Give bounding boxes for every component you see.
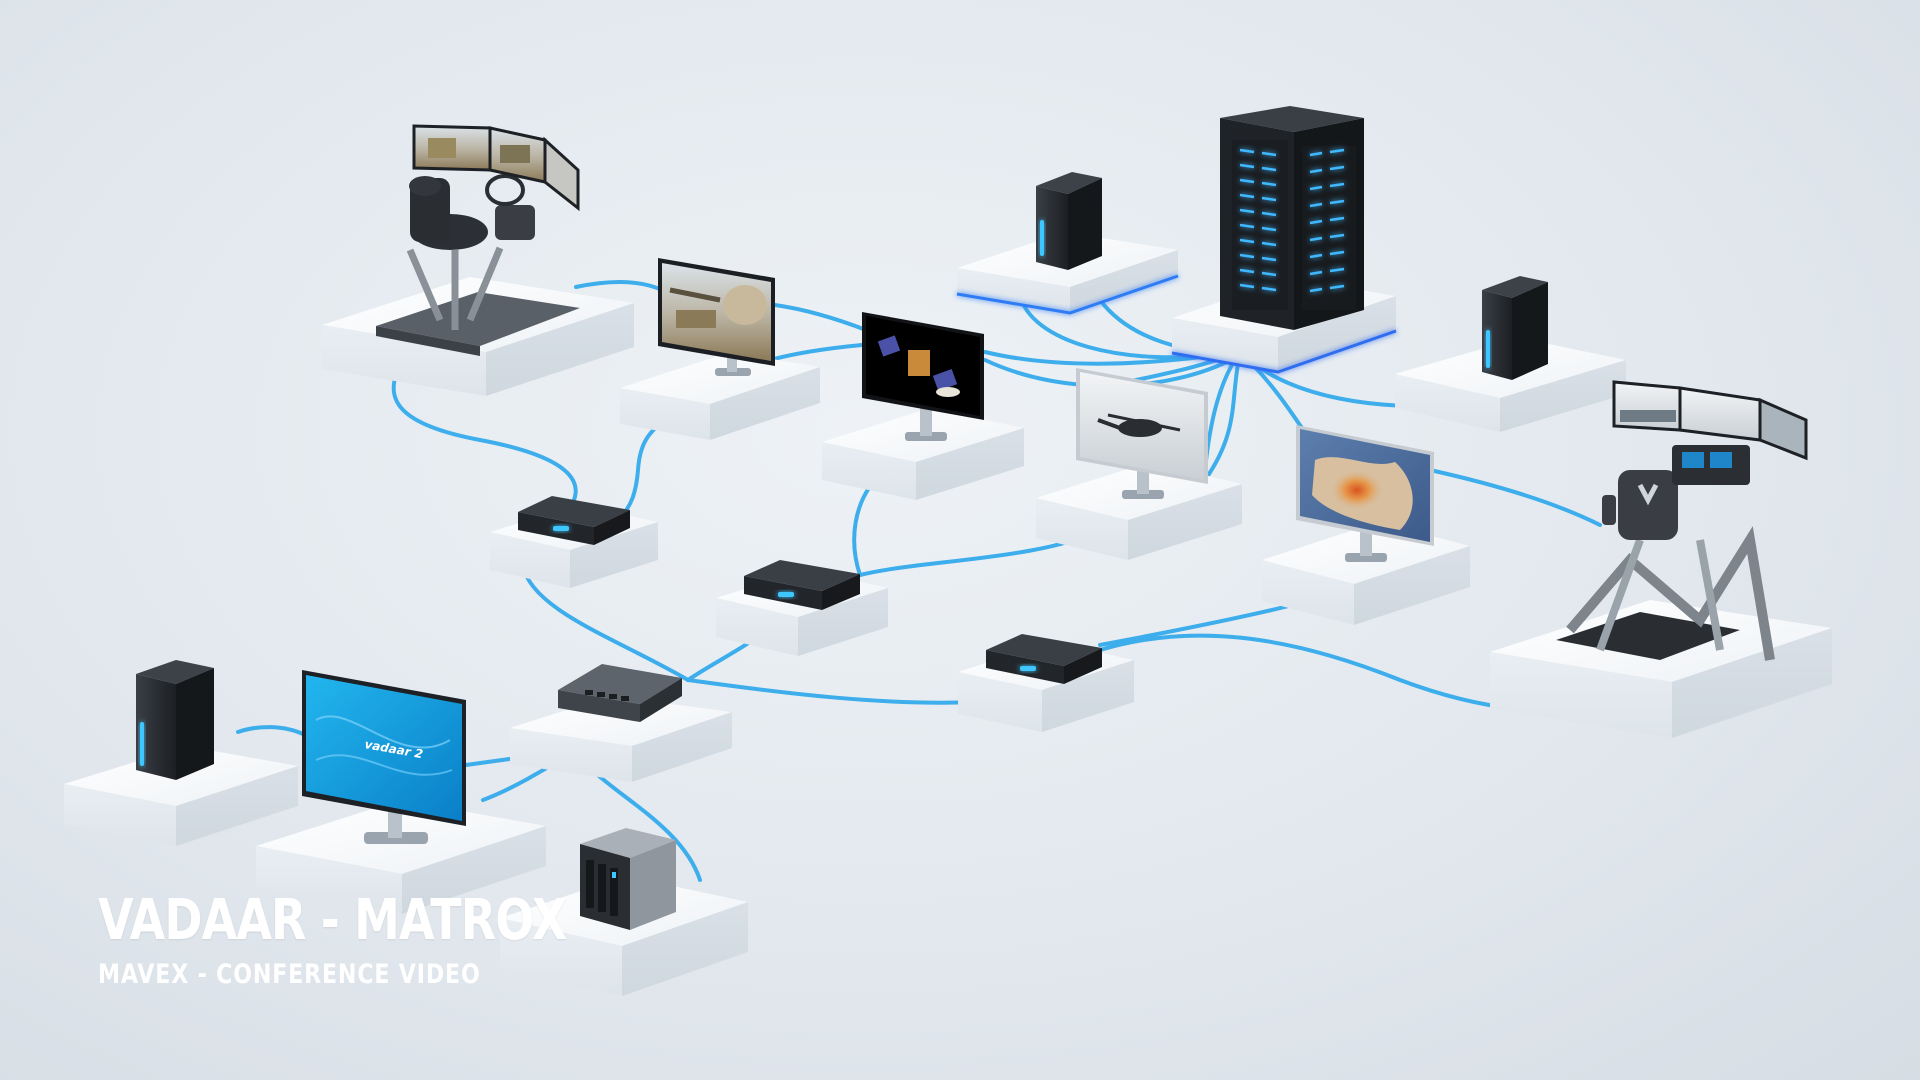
cable [1430,470,1600,525]
pc-tower-icon[interactable] [1036,172,1102,270]
cable [775,305,866,330]
cable [576,282,662,290]
monitor-map-icon[interactable] [1296,425,1434,562]
cable [238,727,305,735]
platform [620,352,820,440]
caption-title: VADAAR - MATROX [98,888,566,953]
pc-tower-icon[interactable] [1482,276,1548,380]
cable [770,345,862,360]
pc-tower-icon[interactable] [136,660,214,780]
cable [688,680,1005,703]
cable [1205,352,1240,480]
caption: VADAAR - MATROX MAVEX - CONFERENCE VIDEO [98,888,669,990]
caption-subtitle: MAVEX - CONFERENCE VIDEO [98,959,566,990]
server-rack-icon[interactable] [1220,106,1364,330]
